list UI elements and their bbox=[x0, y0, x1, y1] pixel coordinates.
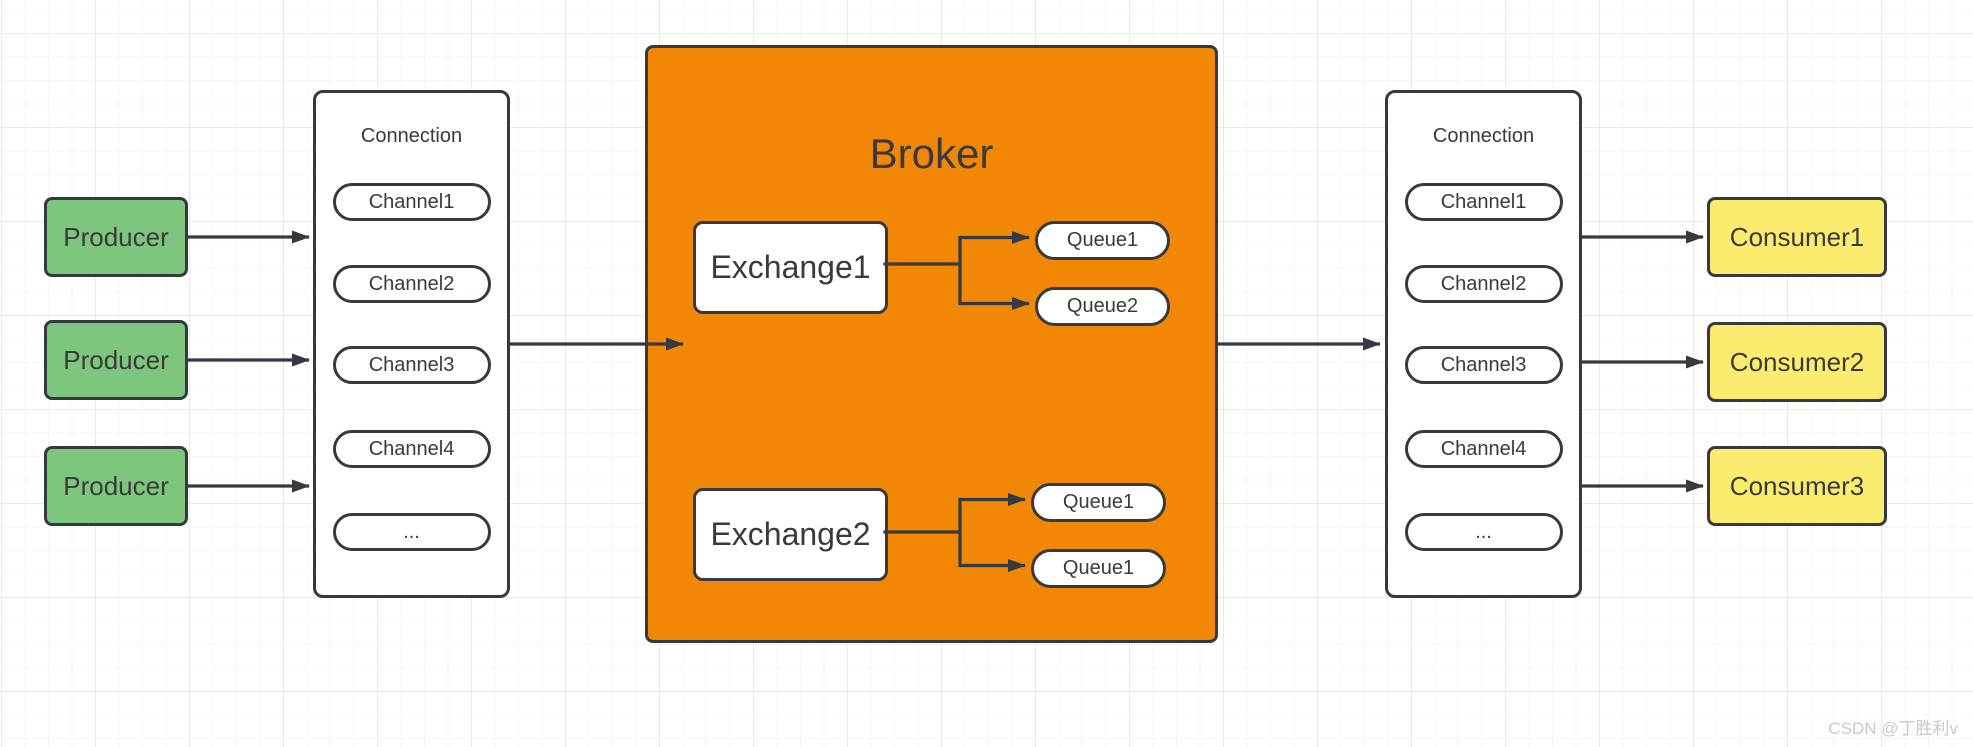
queue-pill-e1-1: Queue1 bbox=[1035, 221, 1170, 260]
consumer-node-1: Consumer1 bbox=[1707, 197, 1887, 277]
queue-pill-e2-1: Queue1 bbox=[1031, 483, 1166, 522]
consumer-label: Consumer2 bbox=[1729, 346, 1865, 377]
channel-pill: Channel4 bbox=[332, 430, 491, 468]
channel-pill-more: ... bbox=[332, 513, 491, 551]
channel-pill: Channel3 bbox=[332, 346, 491, 384]
channel-pill-more: ... bbox=[1404, 513, 1563, 551]
consumer-node-2: Consumer2 bbox=[1707, 322, 1887, 402]
channel-pill: Channel1 bbox=[332, 183, 491, 221]
watermark-text: CSDN @丁胜利v bbox=[1828, 719, 1958, 738]
exchange-label: Exchange1 bbox=[710, 249, 871, 285]
channel-pill: Channel4 bbox=[1404, 430, 1563, 468]
channel-pill: Channel3 bbox=[1404, 346, 1563, 384]
producer-node-3: Producer bbox=[44, 446, 188, 526]
producer-node-2: Producer bbox=[44, 320, 188, 400]
broker-title: Broker bbox=[869, 130, 994, 177]
channel-pill: Channel2 bbox=[332, 265, 491, 303]
exchange-label: Exchange2 bbox=[710, 516, 871, 552]
queue-pill-e2-2: Queue1 bbox=[1031, 549, 1166, 588]
queue-pill-e1-2: Queue2 bbox=[1035, 287, 1170, 326]
channel-pill: Channel2 bbox=[1404, 265, 1563, 303]
exchange2-node: Exchange2 bbox=[693, 488, 888, 581]
channel-pill: Channel1 bbox=[1404, 183, 1563, 221]
producer-node-1: Producer bbox=[44, 197, 188, 277]
consumer-label: Consumer1 bbox=[1729, 221, 1865, 252]
connection-title: Connection bbox=[360, 125, 463, 147]
producer-label: Producer bbox=[63, 470, 169, 501]
left-connection-box: Connection Channel1 Channel2 Channel3 Ch… bbox=[313, 90, 510, 598]
exchange1-node: Exchange1 bbox=[693, 221, 888, 314]
connection-title: Connection bbox=[1432, 125, 1535, 147]
right-connection-box: Connection Channel1 Channel2 Channel3 Ch… bbox=[1385, 90, 1582, 598]
producer-label: Producer bbox=[63, 221, 169, 252]
consumer-node-3: Consumer3 bbox=[1707, 446, 1887, 526]
broker-box: Broker Exchange1 Exchange2 Queue1 Queue2… bbox=[645, 45, 1218, 643]
consumer-label: Consumer3 bbox=[1729, 470, 1865, 501]
producer-label: Producer bbox=[63, 344, 169, 375]
